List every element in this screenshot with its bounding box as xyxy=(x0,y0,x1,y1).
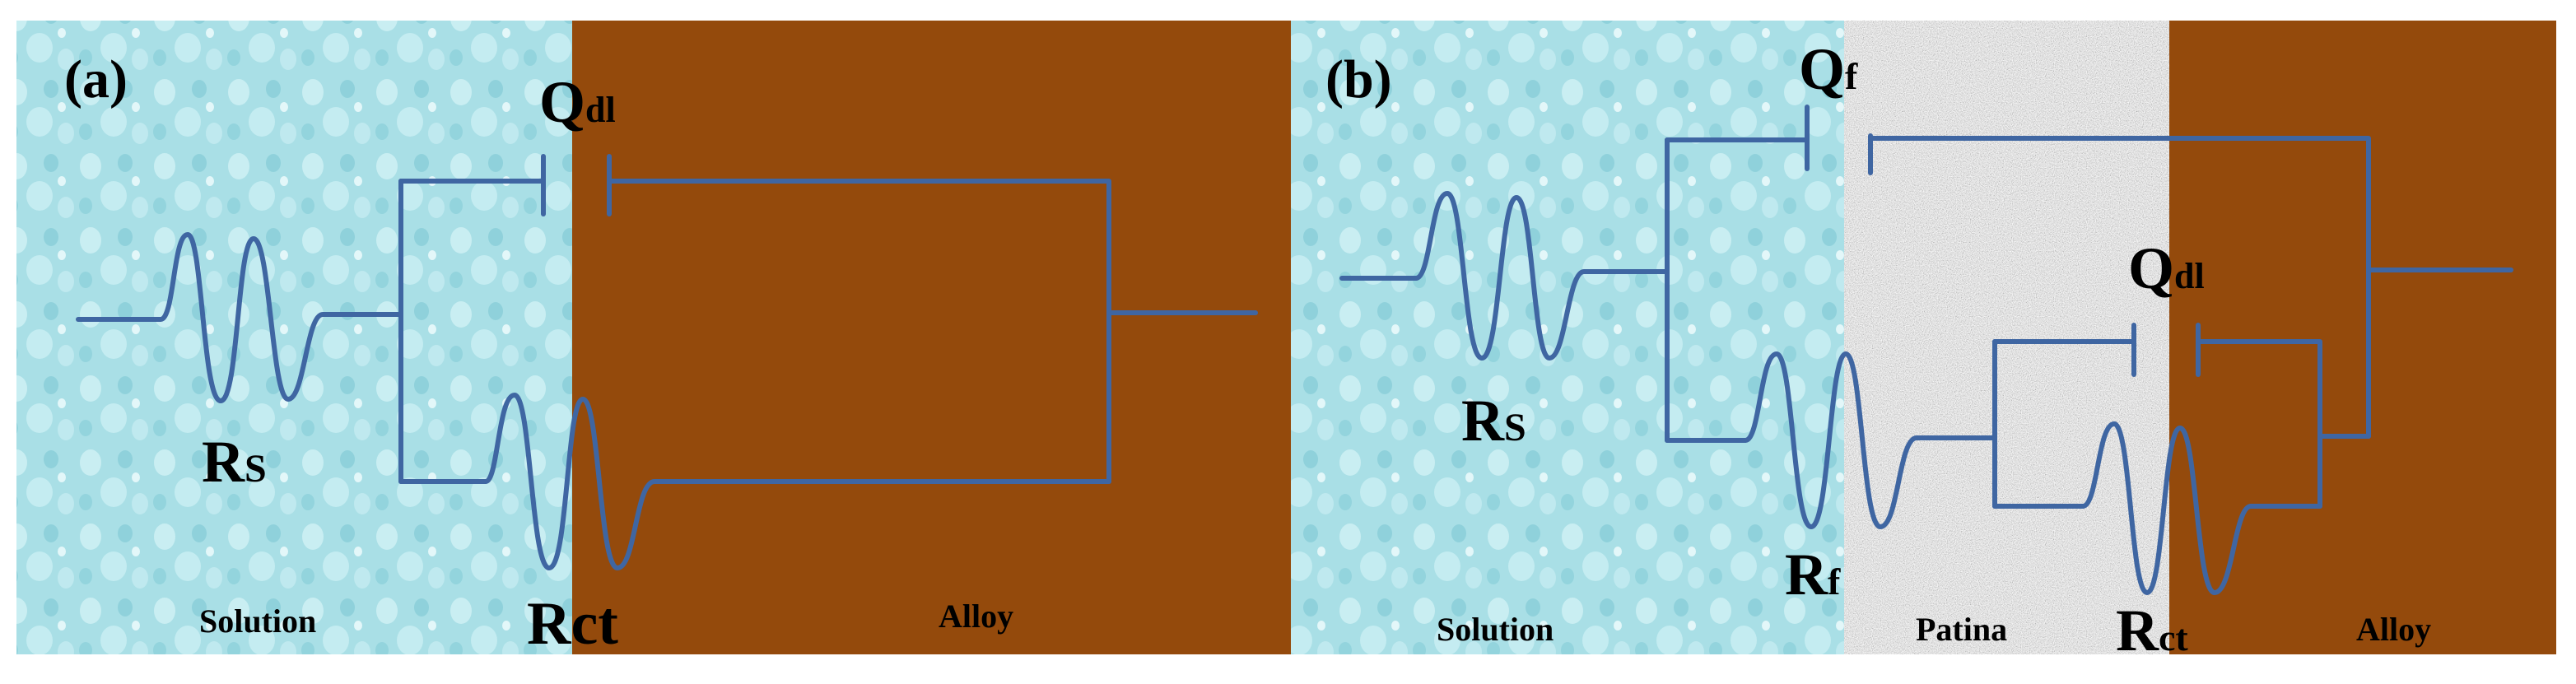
wire-a-top-right xyxy=(607,179,1111,484)
panel-a: (a) Qdl RS Rct Solution Alloy xyxy=(16,21,1293,658)
panel-a-tag: (a) xyxy=(64,49,128,109)
resistor-rs-b xyxy=(1414,191,1670,361)
qdl-label-b: Qdl xyxy=(2128,235,2205,301)
patina-label: Patina xyxy=(1916,611,2007,648)
alloy-label-a: Alloy xyxy=(939,598,1013,635)
rf-label: Rf xyxy=(1785,542,1841,607)
rs-label-a: RS xyxy=(202,429,267,495)
rct-label-a: Rct xyxy=(527,590,618,658)
patina-region-b xyxy=(1844,21,2169,654)
wire-b-inner-top-right xyxy=(2196,339,2322,509)
panel-b-tag: (b) xyxy=(1325,49,1392,109)
rs-label-b: RS xyxy=(1461,388,1526,454)
resistor-rf xyxy=(1743,351,1997,529)
resistor-rct-a xyxy=(483,393,1111,570)
solution-region-a xyxy=(16,21,572,654)
resistor-rs-a xyxy=(158,232,403,403)
solution-label-a: Solution xyxy=(199,603,316,640)
circuit-a xyxy=(76,154,1258,570)
alloy-region-b xyxy=(2169,21,2556,654)
panel-b: (b) Qf Qdl RS Rf Rct Solution Patina All… xyxy=(1291,21,2556,663)
rct-label-b: Rct xyxy=(2116,598,2188,663)
qdl-label-a: Qdl xyxy=(539,69,616,135)
solution-label-b: Solution xyxy=(1437,611,1554,648)
alloy-label-b: Alloy xyxy=(2356,611,2431,648)
circuit-b xyxy=(1339,105,2513,595)
solution-region-b xyxy=(1291,21,1844,654)
resistor-rct-b xyxy=(2080,421,2322,595)
wire-b-top-right xyxy=(1868,136,2371,439)
alloy-region-a xyxy=(572,21,1293,654)
qf-label: Qf xyxy=(1799,36,1858,102)
